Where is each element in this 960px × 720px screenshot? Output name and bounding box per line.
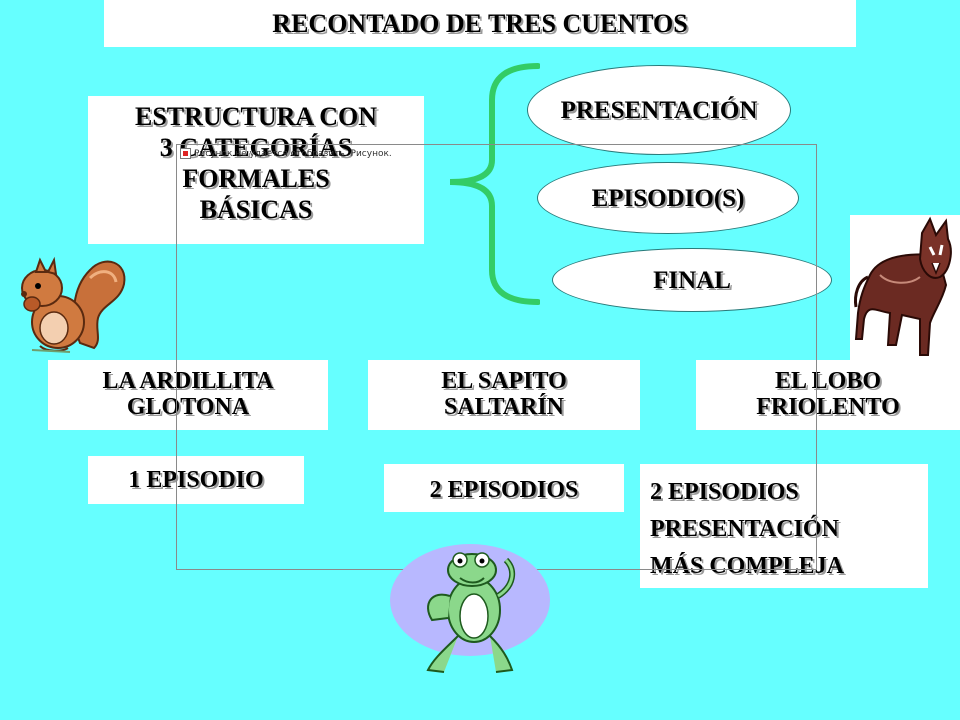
image-placeholder-label: Рисунок не удается отобразить. Рисунок. — [180, 148, 392, 159]
episode-line: PRESENTACIÓN — [650, 516, 839, 542]
story-line: EL LOBO — [774, 368, 882, 394]
episode-line: 2 EPISODIOS — [650, 479, 799, 505]
story-line: LA ARDILLITA — [102, 368, 274, 394]
category-oval-final: FINAL — [552, 248, 832, 312]
slide-title: RECONTADO DE TRES CUENTOS — [104, 0, 856, 47]
structure-box: ESTRUCTURA CON 3 CATEGORÍAS FORMALES BÁS… — [88, 96, 424, 244]
story-box-sapito: EL SAPITO SALTARÍN — [368, 360, 640, 430]
wolf-clipart — [850, 215, 960, 360]
episode-box-sapito: 2 EPISODIOS — [384, 464, 624, 512]
squirrel-clipart — [21, 256, 126, 353]
broken-image-icon — [180, 148, 191, 159]
structure-line: FORMALES — [182, 164, 330, 193]
frog-clipart — [390, 544, 550, 673]
curly-brace-icon — [449, 63, 540, 305]
episode-line: MÁS COMPLEJA — [650, 553, 844, 579]
story-line: FRIOLENTO — [756, 394, 900, 420]
story-line: GLOTONA — [126, 394, 250, 420]
story-box-ardillita: LA ARDILLITA GLOTONA — [48, 360, 328, 430]
episode-box-ardillita: 1 EPISODIO — [88, 456, 304, 504]
story-line: SALTARÍN — [443, 394, 565, 420]
structure-line: 3 CATEGORÍAS — [159, 133, 353, 162]
story-box-lobo: EL LOBO FRIOLENTO — [696, 360, 960, 430]
episode-box-lobo: 2 EPISODIOS PRESENTACIÓN MÁS COMPLEJA — [640, 464, 928, 588]
story-line: EL SAPITO — [441, 368, 567, 394]
category-oval-presentacion: PRESENTACIÓN — [527, 65, 791, 155]
structure-line: BÁSICAS — [199, 195, 313, 224]
structure-line: ESTRUCTURA CON — [135, 102, 377, 131]
category-oval-episodios: EPISODIO(S) — [537, 162, 799, 234]
